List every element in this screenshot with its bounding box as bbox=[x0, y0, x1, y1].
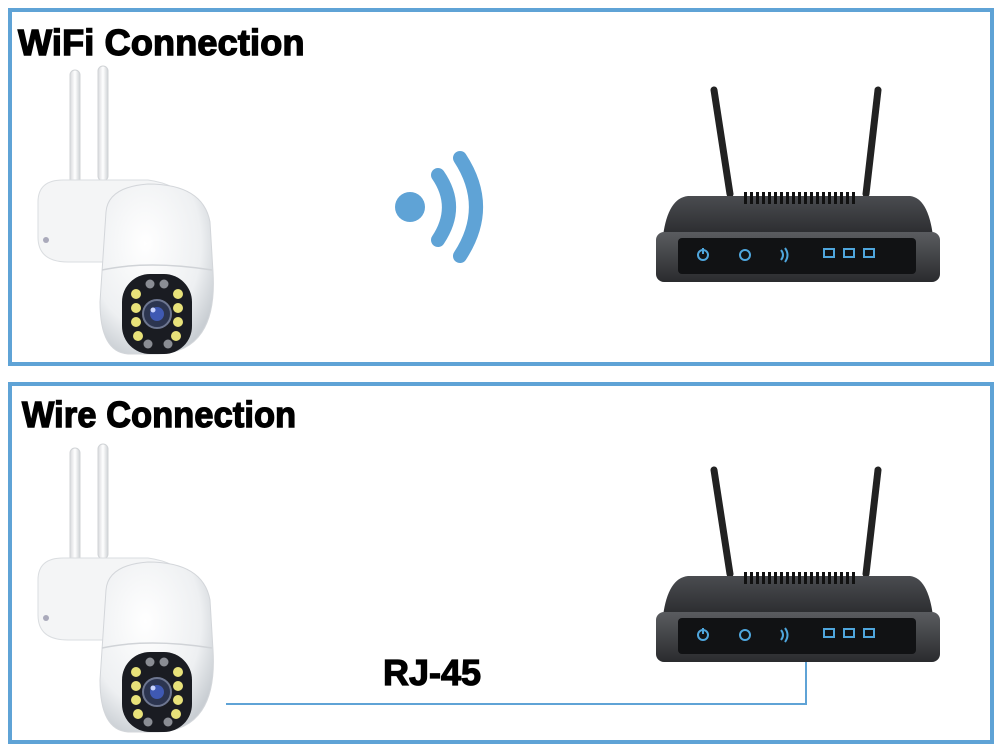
rj45-label: RJ-45 bbox=[382, 651, 482, 693]
ir-leds bbox=[131, 279, 183, 349]
wifi-router-icon bbox=[656, 466, 940, 662]
wifi-signal-icon bbox=[395, 151, 483, 263]
antenna bbox=[69, 69, 81, 191]
screw bbox=[43, 237, 49, 243]
panel-title: Wire Connection bbox=[21, 393, 297, 435]
antenna bbox=[97, 65, 109, 182]
wifi-router-icon bbox=[656, 86, 940, 282]
panel-title: WiFi Connection bbox=[17, 21, 305, 63]
ip-camera-icon bbox=[37, 65, 214, 355]
ip-camera-icon bbox=[37, 443, 214, 733]
